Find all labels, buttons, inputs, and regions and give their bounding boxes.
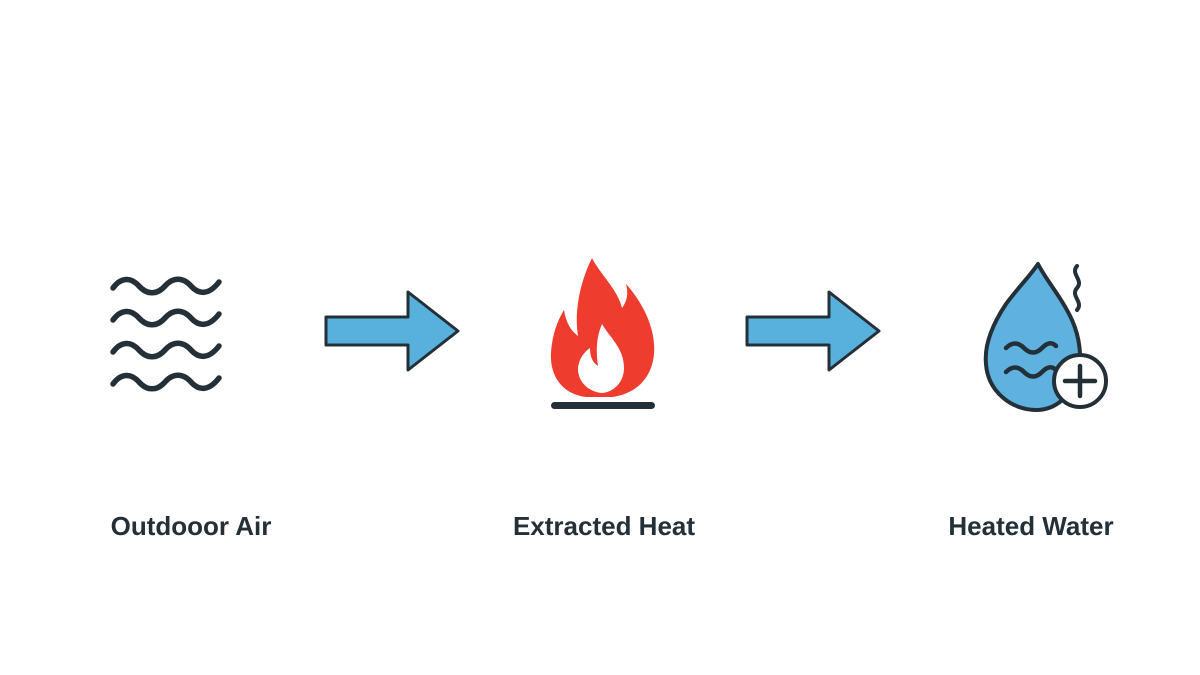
stage-label-heated-water: Heated Water	[948, 511, 1114, 541]
air-waves-icon	[110, 276, 222, 392]
water-drop-plus-icon	[983, 262, 1108, 412]
stage-label-extracted-heat: Extracted Heat	[512, 511, 696, 541]
stage-label-outdoor-air: Outdooor Air	[110, 511, 272, 541]
right-arrow-icon	[324, 290, 460, 372]
flame-icon	[550, 258, 655, 409]
right-arrow-icon	[745, 290, 881, 372]
